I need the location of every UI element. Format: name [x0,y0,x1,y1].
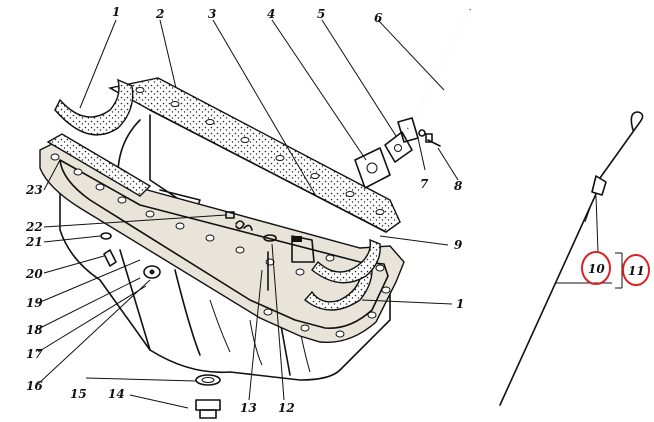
callout-10: 10 [588,262,605,276]
washer-small [263,234,277,242]
callout-9: 9 [454,238,463,252]
callout-1-top: 1 [112,5,120,19]
pan-flange [39,139,405,344]
callout-20: 20 [25,267,43,281]
callout-8: 8 [454,179,463,193]
rear-seal-insert [291,235,381,284]
callout-11: 11 [628,264,645,278]
callout-4: 4 [267,7,275,21]
callout-13: 13 [240,401,257,415]
drain-plug [195,399,221,419]
bracket-bolt [425,133,441,147]
flange-bolt-holes [50,153,391,338]
dipstick-tube [397,9,471,143]
gasket-holes [135,87,385,215]
callout-2: 2 [155,7,164,21]
tube-bracket [384,131,413,163]
drain-boss [143,265,161,279]
callout-7: 7 [420,177,429,191]
highlight-ring-11 [622,254,650,286]
callout-22: 22 [25,220,43,234]
callout-21: 21 [25,235,43,249]
callout-23: 23 [25,183,43,197]
callout-3: 3 [208,7,216,21]
bracket-cover-plate [354,147,391,189]
callout-18: 18 [26,323,43,337]
dipstick [499,111,644,406]
highlight-ring-10 [581,251,611,285]
bolt-21 [100,232,112,240]
baffle-clips [235,220,253,231]
side-gasket [46,133,152,197]
callout-12: 12 [278,401,295,415]
callout-16: 16 [26,379,43,393]
highlight-rings [581,251,650,286]
upper-gasket [108,77,401,233]
callout-14: 14 [108,387,125,401]
callout-6: 6 [374,11,383,25]
drain-plug-gasket [195,374,221,386]
bolt-20 [103,249,117,267]
callout-5: 5 [317,7,325,21]
callout-1-right: 1 [456,297,464,311]
callout-15: 15 [70,387,87,401]
leader-lines [37,19,623,409]
front-seal-upper [54,78,134,136]
callout-labels: 1 2 3 4 5 6 7 8 9 1 10 11 12 13 14 15 16… [25,5,645,415]
callout-19: 19 [26,296,43,310]
lock-washer [418,129,426,137]
callout-17: 17 [26,347,43,361]
